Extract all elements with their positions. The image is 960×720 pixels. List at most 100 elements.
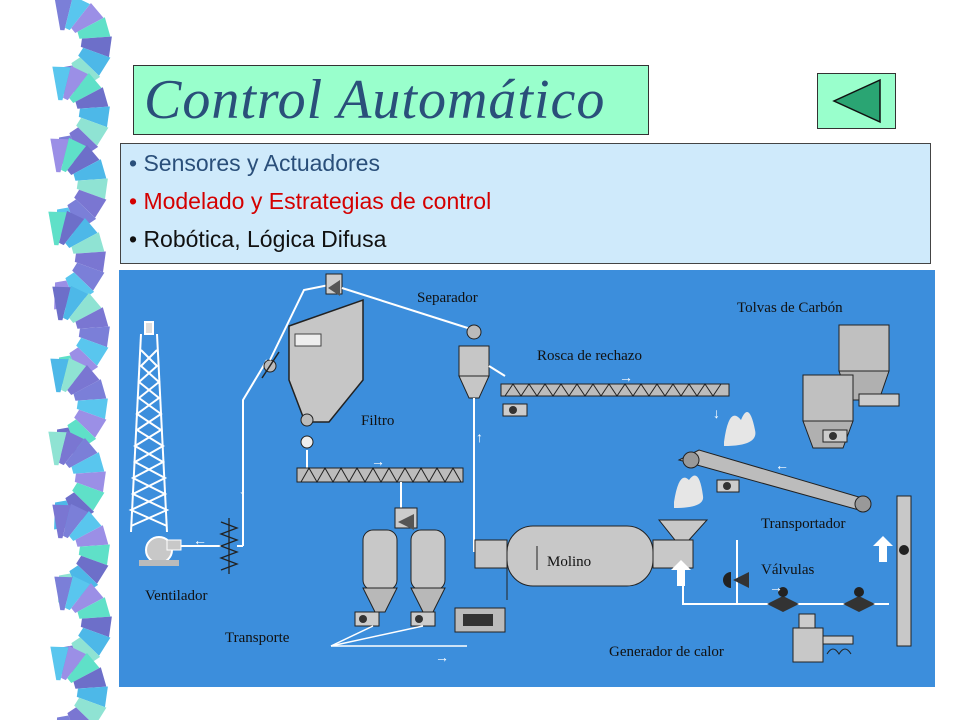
fan — [139, 536, 182, 566]
label-ventilador: Ventilador — [145, 588, 207, 604]
bullet-item-robotica: • Robótica, Lógica Difusa — [129, 226, 387, 252]
transport-cyclones — [354, 507, 446, 627]
coal-hoppers — [802, 324, 900, 449]
spiral-segment — [65, 0, 91, 31]
spiral-segment — [69, 292, 102, 323]
spiral-segment — [69, 72, 102, 103]
spiral-segment — [80, 616, 112, 638]
spiral-segment — [63, 65, 89, 101]
spiral-segment — [71, 582, 104, 613]
spiral-segment — [73, 379, 107, 401]
spiral-segment — [61, 645, 87, 681]
label-transporte: Transporte — [225, 630, 290, 646]
plant-diagram: ← ↓ → ↑ → ↓ — [119, 270, 935, 687]
spiral-segment — [48, 431, 67, 466]
spiral-segment — [61, 137, 87, 173]
svg-text:→: → — [769, 579, 783, 595]
spiral-segment — [56, 715, 71, 720]
spiral-segment — [74, 697, 107, 720]
spiral-segment — [76, 398, 108, 420]
svg-text:↓: ↓ — [713, 405, 720, 421]
triangle-left-icon — [832, 78, 881, 124]
spiral-segment — [67, 144, 100, 175]
spiral-segment — [73, 159, 107, 181]
svg-text:→: → — [435, 649, 449, 665]
spiral-segment — [76, 686, 108, 708]
spiral-segment — [63, 503, 89, 539]
label-tolvas: Tolvas de Carbón — [737, 300, 843, 316]
valves — [723, 572, 875, 612]
spiral-segment — [71, 2, 104, 33]
label-separador: Separador — [417, 290, 478, 306]
heat-generator — [792, 613, 854, 663]
spiral-segment — [72, 262, 105, 291]
spiral-segment — [78, 106, 110, 128]
spiral-segment — [78, 544, 110, 566]
spiral-segment — [69, 510, 102, 541]
label-transportador: Transportador — [761, 516, 845, 532]
spiral-segment — [71, 232, 105, 254]
spiral-segment — [48, 211, 67, 246]
spiral-segment — [72, 482, 105, 511]
screw-conveyor-filter — [296, 466, 464, 484]
spiral-segment — [54, 0, 72, 31]
spiral-segment — [75, 87, 109, 109]
svg-text:→: → — [619, 369, 633, 385]
flow-arrows — [671, 536, 893, 586]
coal-pile — [674, 475, 704, 508]
spiral-segment — [61, 357, 87, 393]
spiral-segment — [50, 138, 69, 173]
bullet-list: • Sensores y Actuadores • Modelado y Est… — [120, 143, 931, 264]
spiral-segment — [75, 307, 109, 329]
page-title: Control Automático — [144, 69, 606, 131]
spiral-segment — [59, 210, 85, 246]
spiral-segment — [74, 409, 107, 438]
damper-symbol — [219, 518, 239, 574]
spiral-segment — [80, 36, 112, 58]
title-box: Control Automático — [133, 65, 649, 135]
spiral-segment — [78, 326, 110, 348]
spiral-segment — [78, 627, 111, 656]
spiral-segment — [65, 575, 91, 611]
vertical-duct — [896, 495, 912, 647]
bullet-item-modelado: • Modelado y Estrategias de control — [129, 188, 492, 214]
spiral-segment — [63, 285, 89, 321]
svg-text:→: → — [371, 453, 385, 469]
bullet-item-sensores: • Sensores y Actuadores — [129, 150, 380, 176]
spiral-segment — [76, 555, 109, 584]
spiral-segment — [71, 452, 105, 474]
back-button[interactable] — [817, 73, 896, 129]
label-valvulas: Válvulas — [761, 562, 814, 578]
spiral-segment — [76, 178, 108, 200]
svg-text:←: ← — [193, 532, 207, 548]
spiral-segment — [54, 576, 73, 611]
label-filtro: Filtro — [361, 413, 394, 429]
spiral-segment — [76, 337, 109, 366]
spiral-segment — [74, 251, 106, 273]
spiral-segment — [52, 286, 71, 321]
belt-conveyor — [677, 449, 872, 513]
spiral-segment — [65, 437, 98, 468]
spiral-segment — [77, 17, 111, 39]
spiral-segment — [50, 646, 69, 681]
spiral-segment — [73, 667, 107, 689]
spiral-segment — [65, 217, 98, 248]
reject-screw-conveyor — [500, 383, 730, 417]
spiral-segment — [67, 652, 100, 683]
spiral-segment — [77, 597, 111, 619]
spiral-segment — [76, 117, 109, 146]
svg-text:↑: ↑ — [476, 429, 483, 445]
label-molino: Molino — [547, 554, 591, 570]
spiral-segment — [74, 471, 106, 493]
mill — [454, 525, 694, 633]
spiral-segment — [52, 504, 71, 539]
spiral-border-decoration — [48, 0, 112, 720]
svg-text:←: ← — [775, 457, 789, 473]
label-generador: Generador de calor — [609, 644, 724, 660]
spiral-segment — [78, 47, 111, 76]
spiral-segment — [67, 364, 100, 395]
spiral-segment — [59, 430, 85, 466]
spiral-segment — [67, 707, 90, 720]
coal-pile — [724, 412, 756, 446]
spiral-segment — [74, 189, 107, 218]
